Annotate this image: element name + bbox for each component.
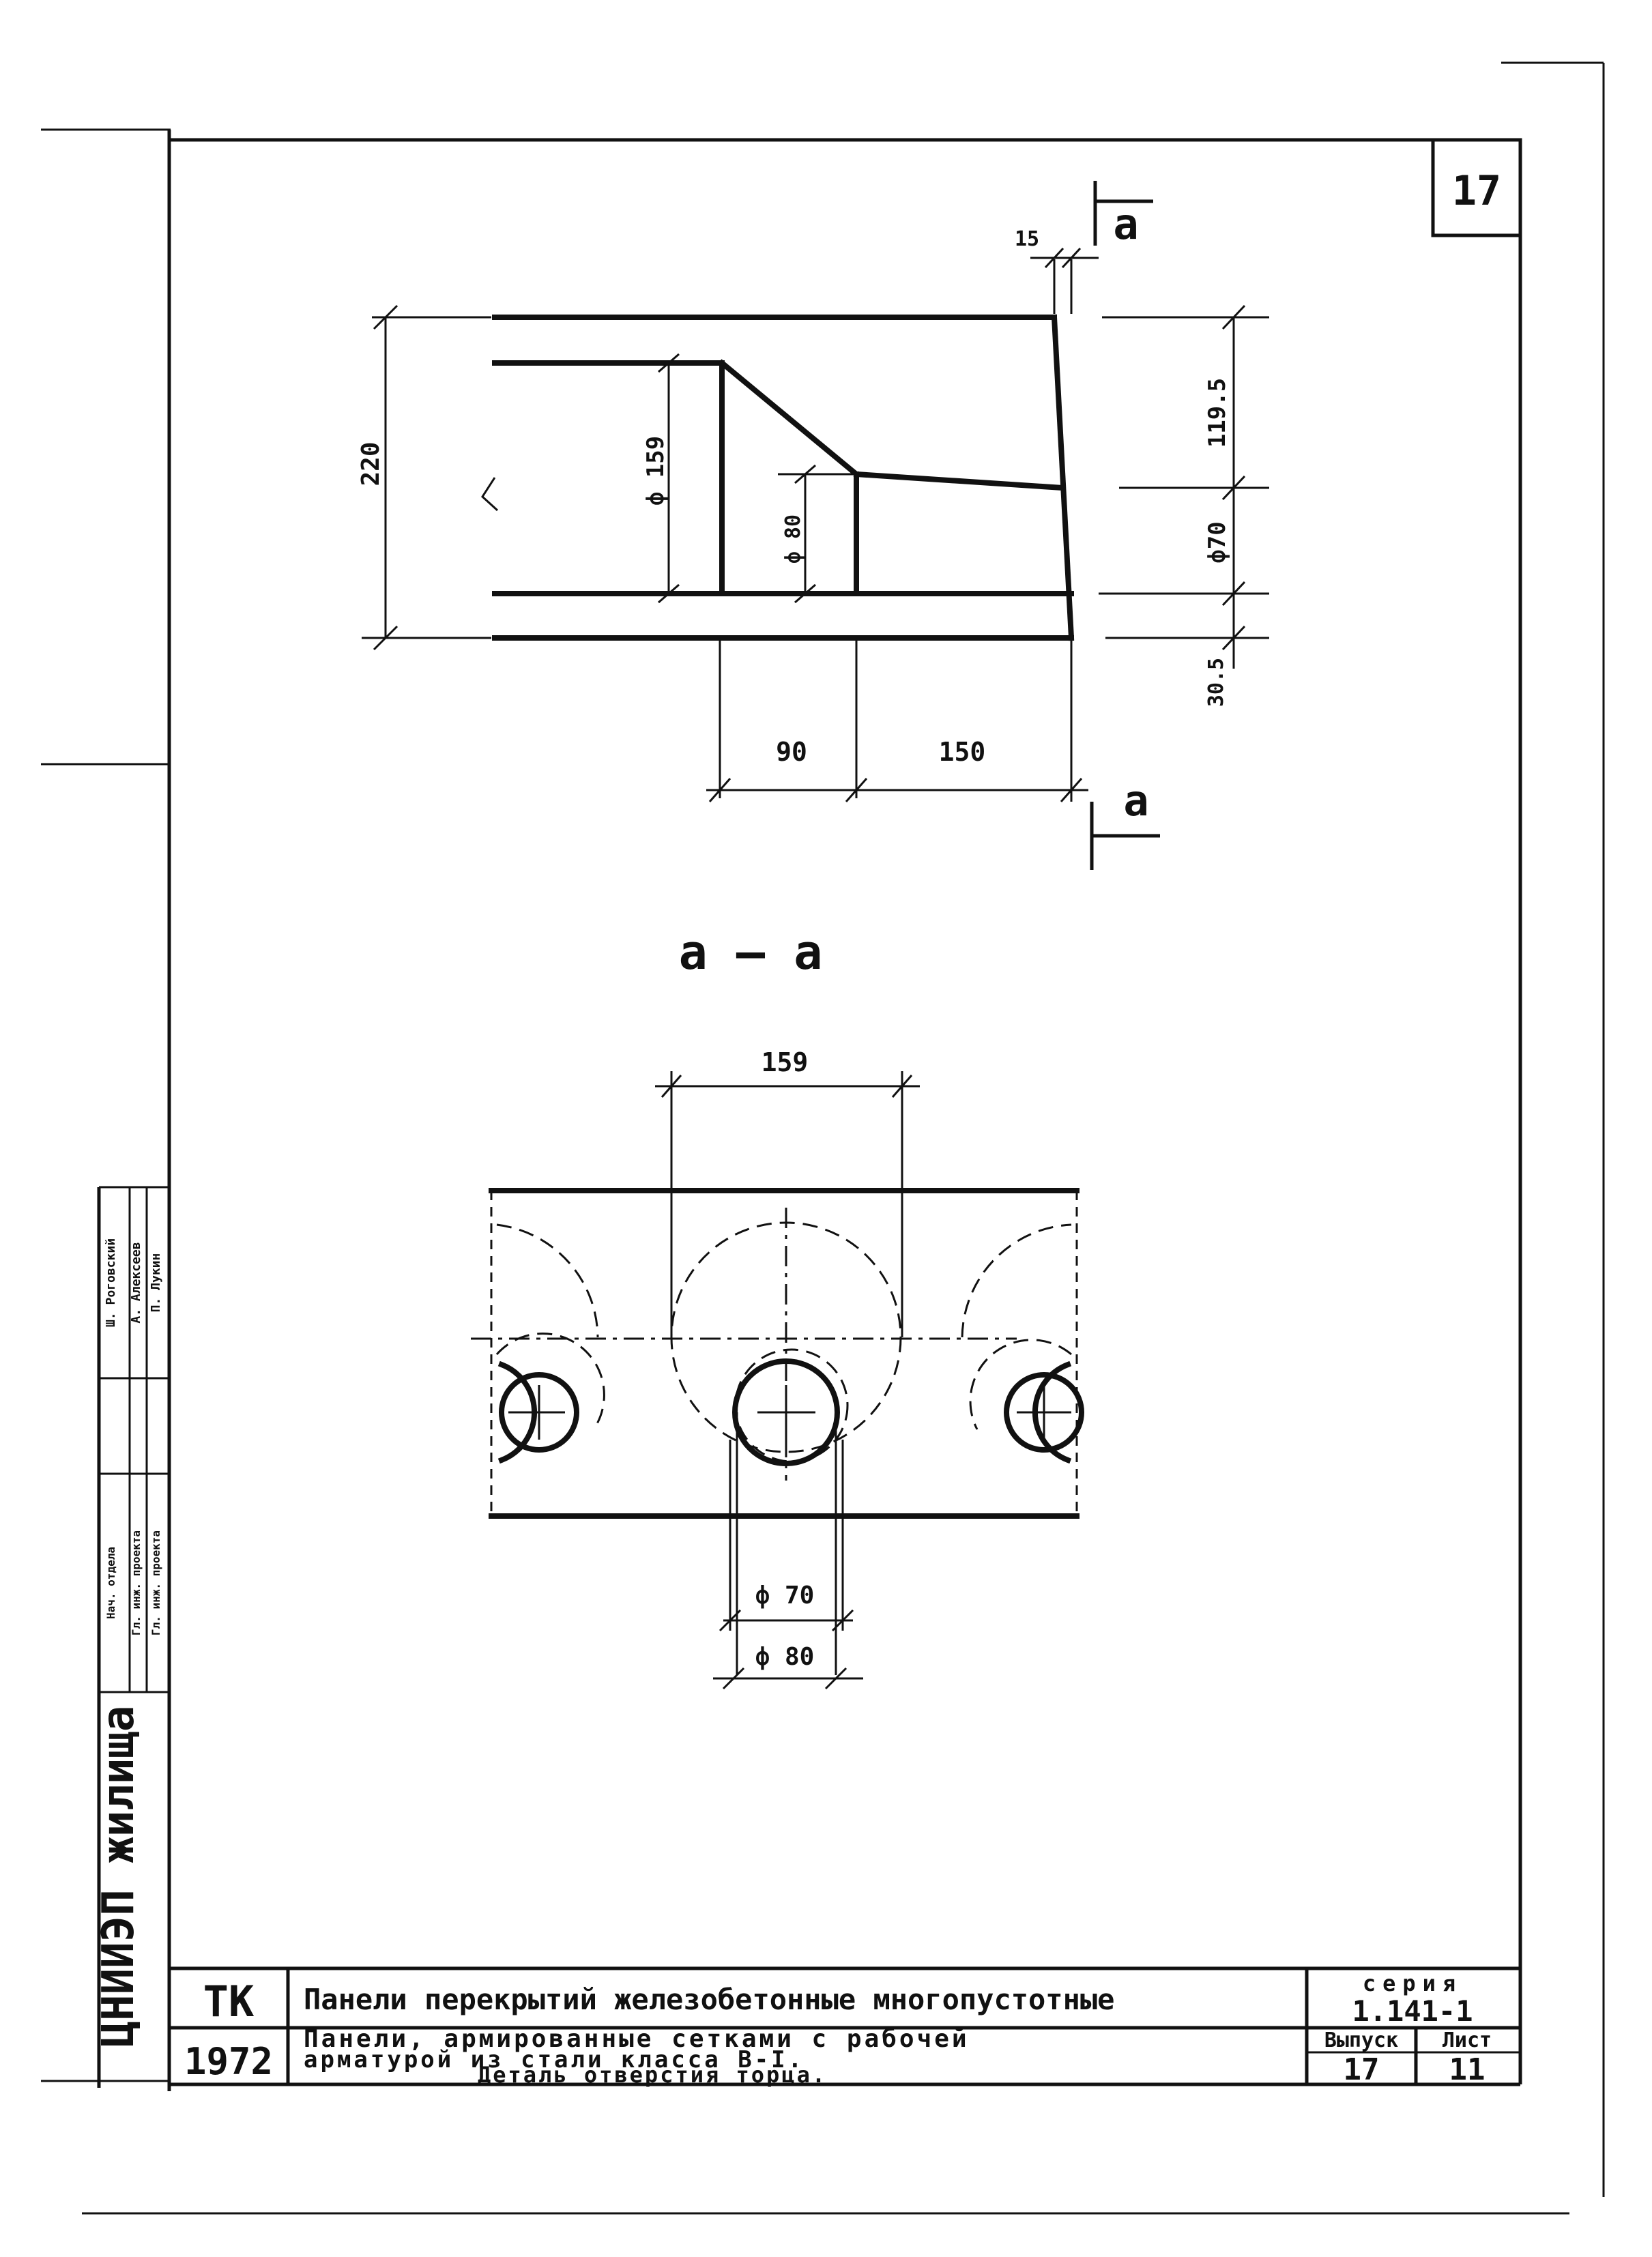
tb-code: ТК — [203, 1977, 255, 2026]
section-title: а – а — [679, 924, 823, 980]
dim-right-top: 119.5 — [1204, 378, 1231, 448]
section-mark-bottom: а — [1123, 776, 1148, 826]
dim-section-inner-dia-2: ф 80 — [755, 1643, 815, 1671]
stamp-name-1: Ш. Роговский — [104, 1238, 118, 1327]
tb-series-label: серия — [1363, 1970, 1462, 1996]
title-block: ТК 1972 Панели перекрытий железобетонные… — [169, 1966, 1520, 2088]
stamp-role-1: Нач. отдела — [104, 1547, 117, 1619]
tb-title-line4: Деталь отверстия торца. — [478, 2062, 827, 2088]
tb-title-line3: арматурой из стали класса В-I. — [304, 2046, 805, 2073]
dim-right-bottom: 30.5 — [1204, 658, 1228, 707]
tb-series-value: 1.141-1 — [1352, 1994, 1473, 2028]
sheet-frame — [41, 61, 1605, 2215]
stamp-name-3: П. Лукин — [149, 1253, 163, 1313]
tb-year: 1972 — [184, 2040, 273, 2083]
section-view: а – а 159 — [471, 924, 1084, 1690]
tb-sheet-value: 11 — [1449, 2052, 1486, 2087]
tb-issue-label: Выпуск — [1324, 2028, 1398, 2052]
dim-section-inner-dia-1: ф 70 — [755, 1582, 815, 1610]
stamp-role-2: Гл. инж. проекта — [130, 1530, 143, 1635]
stamp-name-2: А. Алексеев — [129, 1242, 143, 1323]
stamp-role-3: Гл. инж. проекта — [149, 1530, 162, 1635]
tb-title-line2: Панели, армированные сетками с рабочей — [304, 2025, 970, 2053]
dim-right-middle: ф70 — [1204, 521, 1231, 563]
tb-sheet-label: Лист — [1443, 2028, 1492, 2052]
dim-top-right: 15 — [1015, 227, 1039, 251]
dim-overall-height: 220 — [357, 441, 385, 486]
page-number: 17 — [1452, 167, 1501, 215]
dim-bottom-right: 150 — [939, 737, 986, 767]
tb-title-line1: Панели перекрытий железобетонные многопу… — [304, 1983, 1114, 2016]
stamp-org: ЦНИИЭП жилища — [93, 1706, 144, 2048]
page-number-box: 17 — [1431, 138, 1522, 237]
section-mark-top: а — [1113, 199, 1138, 249]
dim-section-top-dia: 159 — [762, 1047, 809, 1077]
side-stamp: Ш. Роговский А. Алексеев П. Лукин Нач. о… — [93, 1186, 169, 2088]
elevation-view: 220 ф 159 ф 80 119.5 ф70 30.5 90 — [357, 181, 1269, 870]
tb-issue-value: 17 — [1344, 2052, 1380, 2087]
dim-bottom-left: 90 — [776, 737, 807, 767]
dim-lower-hole-dia: ф 80 — [781, 514, 805, 564]
dim-upper-hole-dia: ф 159 — [642, 436, 669, 506]
